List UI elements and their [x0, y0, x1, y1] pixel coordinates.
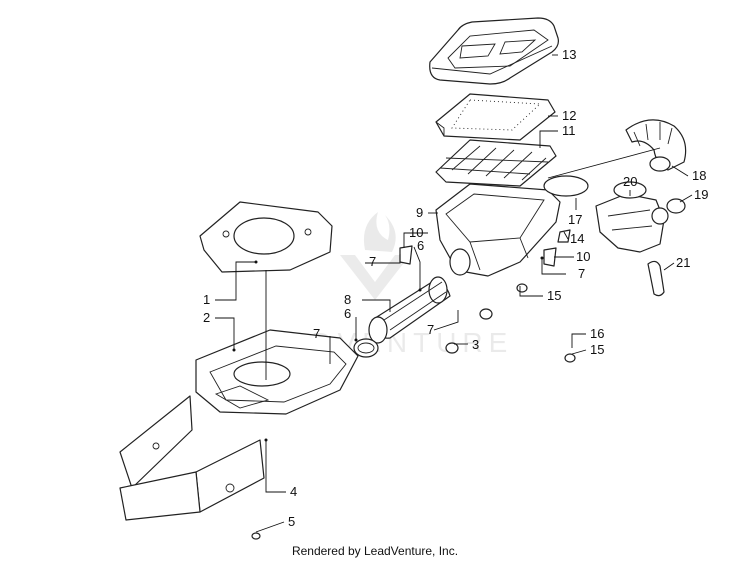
mounting-bracket	[119, 395, 265, 521]
cover-plate	[199, 201, 333, 273]
callout-4: 4	[290, 484, 297, 499]
callout-19: 19	[694, 187, 708, 202]
air-filter-element	[435, 93, 556, 141]
intake-tube	[625, 119, 687, 172]
clamp-ring-17	[543, 175, 589, 197]
callout-13: 13	[562, 47, 576, 62]
leader-lines	[215, 54, 693, 533]
callout-11: 11	[562, 123, 576, 138]
callout-10a: 10	[409, 225, 423, 240]
base-tray	[195, 329, 359, 415]
callout-6a: 6	[344, 306, 351, 321]
callout-3: 3	[472, 337, 479, 352]
hose-clamp	[353, 338, 379, 358]
callout-2: 2	[203, 310, 210, 325]
callout-14: 14	[570, 231, 584, 246]
small-hardware	[251, 229, 576, 540]
callout-15a: 15	[547, 288, 561, 303]
footer-credit: Rendered by LeadVenture, Inc.	[291, 544, 459, 558]
carburetor	[595, 181, 669, 253]
callout-8: 8	[344, 292, 351, 307]
intake-boot	[368, 276, 451, 344]
airbox-body	[435, 183, 561, 277]
callout-18: 18	[692, 168, 706, 183]
callout-12: 12	[562, 108, 576, 123]
callout-16: 16	[590, 326, 604, 341]
callout-20: 20	[623, 174, 637, 189]
callout-10b: 10	[576, 249, 590, 264]
callout-15b: 15	[590, 342, 604, 357]
clamp-ring-19	[666, 198, 686, 214]
callout-9: 9	[416, 205, 423, 220]
callout-1: 1	[203, 292, 210, 307]
airbox-lid	[429, 17, 559, 85]
callout-7a: 7	[313, 326, 320, 341]
callout-7d: 7	[578, 266, 585, 281]
drain-hose-16	[518, 291, 578, 359]
vent-hose-21	[647, 260, 665, 297]
callout-labels: 1 2 3 4 5 6 6 7 7 7 7 8 9 10 10 11 12 13…	[203, 47, 708, 529]
callout-17: 17	[568, 212, 582, 227]
callout-5: 5	[288, 514, 295, 529]
callout-6b: 6	[417, 238, 424, 253]
watermark-logo	[340, 212, 410, 300]
filter-cage	[435, 139, 557, 187]
callout-21: 21	[676, 255, 690, 270]
callout-7b: 7	[369, 254, 376, 269]
callout-7c: 7	[427, 322, 434, 337]
